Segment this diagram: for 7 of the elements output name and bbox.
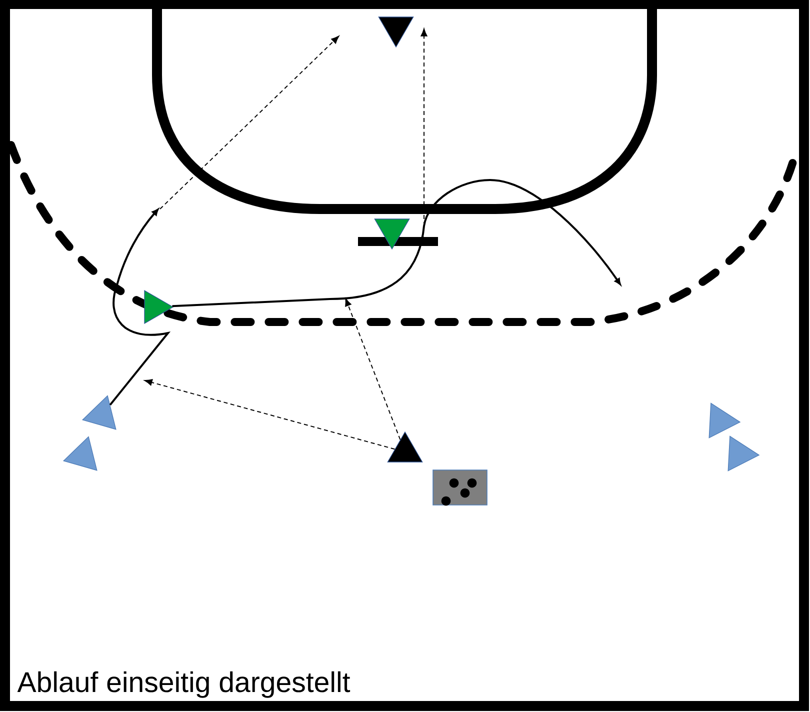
player-triangle bbox=[62, 436, 98, 471]
curved-arrow bbox=[109, 208, 169, 406]
dashed-arrow bbox=[144, 379, 396, 450]
dashed-arrow bbox=[345, 298, 401, 440]
curved-arrow bbox=[172, 179, 621, 308]
player-triangle bbox=[82, 395, 116, 430]
note-text: Ablauf einseitig dargestellt bbox=[17, 671, 350, 698]
